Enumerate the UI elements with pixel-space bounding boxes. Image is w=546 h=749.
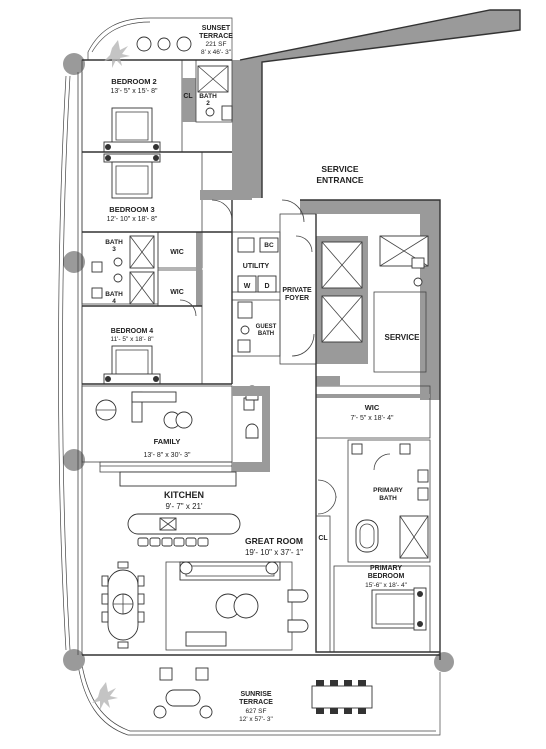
bath-2-number: 2 (206, 100, 210, 107)
primary-bedroom-dims: 15'-6" x 18'- 4" (365, 582, 407, 589)
sunrise-terrace-furniture (92, 667, 373, 719)
service-entrance-label: SERVICE (321, 164, 358, 174)
sunset-terrace-label-2: TERRACE (199, 33, 233, 40)
interior-walls (82, 59, 441, 660)
guest-bath-label-2: BATH (258, 331, 274, 337)
great-room-area (165, 561, 309, 651)
bedroom-3-dims: 12'- 10" x 18'- 8" (107, 216, 158, 223)
bath-4-label: BATH (105, 291, 123, 298)
column-left-2 (63, 449, 85, 471)
room-labels: SUNSET TERRACE 221 SF 8' x 46'- 3" BEDRO… (105, 25, 420, 723)
bar-stools (137, 537, 209, 547)
family-label: FAMILY (154, 437, 181, 446)
coffee-table-2 (233, 593, 259, 619)
private-foyer-label: PRIVATE (282, 287, 312, 294)
washer-label: W (244, 283, 251, 290)
bedroom-4-dims: 11'- 5" x 18'- 8" (110, 336, 154, 343)
bed-2 (111, 107, 153, 145)
headboard-2 (103, 141, 161, 153)
sunrise-terrace-edge (77, 664, 441, 736)
wic-mid-label: WIC (170, 289, 184, 296)
private-foyer-label-2: FOYER (285, 295, 309, 302)
primary-bedroom-area (333, 565, 431, 653)
columns (63, 53, 454, 672)
sunrise-terrace-label-2: TERRACE (239, 699, 273, 706)
plant-top (104, 40, 130, 68)
headboard-3 (103, 153, 161, 163)
column-top-left (63, 53, 85, 75)
private-foyer-area (279, 199, 317, 365)
bedroom-2-dims: 13'- 5" x 15'- 8" (111, 88, 158, 95)
bedroom-2-area (81, 59, 183, 153)
sunset-terrace-furniture (104, 36, 192, 68)
bc-label: BC (264, 242, 274, 249)
sunset-terrace-label: SUNSET (202, 25, 231, 32)
sunset-terrace-edge (87, 17, 233, 61)
family-dims: 13'- 8" x 30'- 3" (144, 452, 191, 459)
sunset-terrace-area: 221 SF (206, 41, 227, 48)
sofa (179, 561, 281, 581)
cl-low-label: CL (318, 535, 328, 542)
sunrise-terrace-dims: 12' x 57'- 3" (239, 716, 273, 723)
bath-3-number: 3 (112, 246, 116, 253)
elevators (316, 236, 368, 364)
bed-4 (111, 345, 153, 379)
guest-bath-label: GUEST (256, 324, 277, 330)
kitchen-island (127, 513, 241, 535)
sunrise-terrace-label: SUNRISE (240, 691, 271, 698)
dining-table (101, 561, 145, 649)
service-corridor-walls (232, 10, 520, 400)
bedroom-4-label: BEDROOM 4 (111, 328, 154, 335)
utility-area (231, 231, 281, 357)
great-room-dims: 19'- 10" x 37'- 1" (245, 548, 303, 557)
bath-3-label: BATH (105, 239, 123, 246)
bedroom-4-area (81, 305, 203, 385)
primary-bedroom-label-2: BEDROOM (368, 573, 405, 580)
bath-3-4-area (81, 231, 203, 307)
kitchen-label: KITCHEN (164, 490, 204, 500)
plant-bottom (92, 682, 118, 710)
service-room (373, 235, 429, 373)
sunset-terrace-dims: 8' x 46'- 3" (201, 49, 232, 56)
primary-wic-dims: 7'- 5" x 18'- 4" (350, 415, 394, 422)
kitchen-area (127, 513, 241, 547)
family-area (81, 385, 259, 473)
bedroom-2-label: BEDROOM 2 (111, 77, 156, 86)
cl-top-label: CL (183, 93, 193, 100)
bedroom-3-label: BEDROOM 3 (109, 205, 154, 214)
column-left-1 (63, 251, 85, 273)
primary-bath-label: PRIMARY (373, 487, 403, 494)
bedroom-3-area (81, 151, 232, 233)
primary-bed (371, 589, 419, 629)
column-bottom-right (434, 652, 454, 672)
service-label: SERVICE (385, 333, 421, 342)
family-kitchen-wall (119, 386, 270, 487)
primary-wic-label: WIC (365, 403, 380, 412)
bathtub (355, 519, 379, 553)
wic-top-label: WIC (170, 249, 184, 256)
terrace-table (311, 685, 373, 709)
bed-3 (111, 161, 153, 199)
utility-label: UTILITY (243, 263, 270, 270)
service-entrance-label-2: ENTRANCE (316, 175, 364, 185)
dryer-label: D (264, 283, 269, 290)
column-bottom-left (63, 649, 85, 671)
primary-bath-label-2: BATH (379, 495, 397, 502)
left-window-wall (58, 72, 83, 655)
bath-2-label: BATH (199, 93, 217, 100)
kitchen-dims: 9'- 7" x 21' (165, 502, 202, 511)
primary-bath-area (347, 439, 431, 563)
bath-4-number: 4 (112, 298, 116, 305)
bath-2-area (182, 59, 233, 123)
primary-bedroom-label: PRIMARY (370, 565, 402, 572)
great-room-label: GREAT ROOM (245, 536, 303, 546)
sunrise-terrace-area: 627 SF (246, 708, 267, 715)
